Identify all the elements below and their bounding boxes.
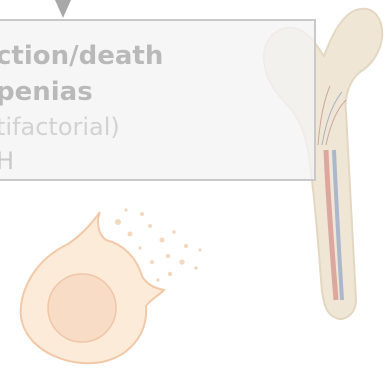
text-line-1: ction/death xyxy=(0,43,163,69)
down-arrow-icon xyxy=(55,0,71,18)
text-box: ction/death penias tifactorial) H xyxy=(0,19,316,181)
cell-illustration xyxy=(21,212,164,363)
text-line-3: tifactorial) xyxy=(0,115,120,139)
text-line-2: penias xyxy=(0,79,93,105)
text-line-4: H xyxy=(0,149,14,173)
cell-nucleus xyxy=(48,274,116,342)
